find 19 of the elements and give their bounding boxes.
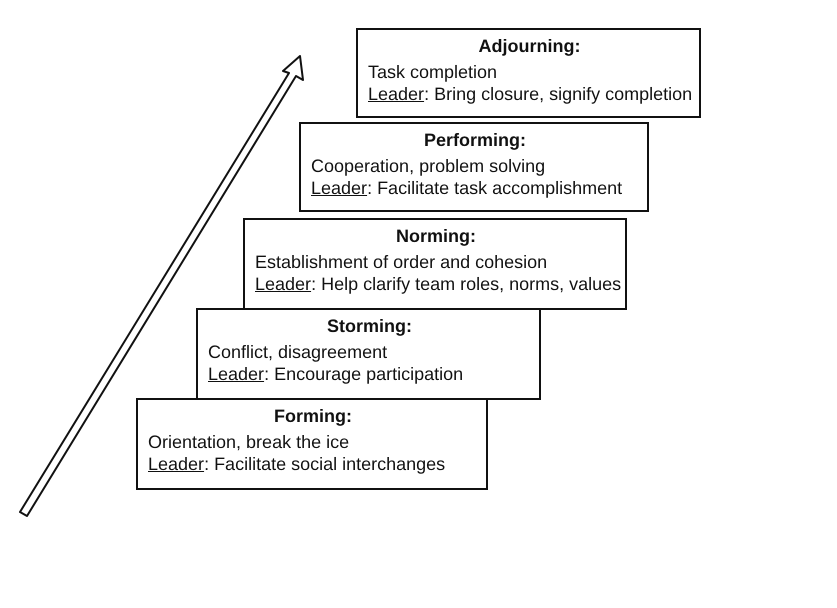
stage-description: Orientation, break the ice [148, 431, 350, 453]
stage-title: Norming: [395, 226, 477, 247]
stage-title: Storming: [326, 316, 413, 337]
stage-description: Cooperation, problem solving [311, 155, 546, 177]
stage-description: Task completion [368, 61, 498, 83]
stage-description: Conflict, disagreement [208, 341, 388, 363]
stage-description: Establishment of order and cohesion [255, 251, 548, 273]
stage-box [136, 398, 488, 490]
stage-box [299, 122, 649, 212]
leader-text: Leader: Facilitate social interchanges [148, 453, 446, 475]
stage-box [243, 218, 627, 310]
leader-text: Leader: Facilitate task accomplishment [311, 177, 624, 199]
stage-title: Performing: [422, 130, 527, 151]
stage-box [356, 28, 701, 118]
stage-title: Forming: [273, 406, 353, 427]
stage-title: Adjourning: [478, 36, 582, 57]
stage-box [196, 308, 541, 400]
leader-text: Leader: Encourage participation [208, 363, 464, 385]
leader-text: Leader: Bring closure, signify completion [368, 83, 691, 105]
